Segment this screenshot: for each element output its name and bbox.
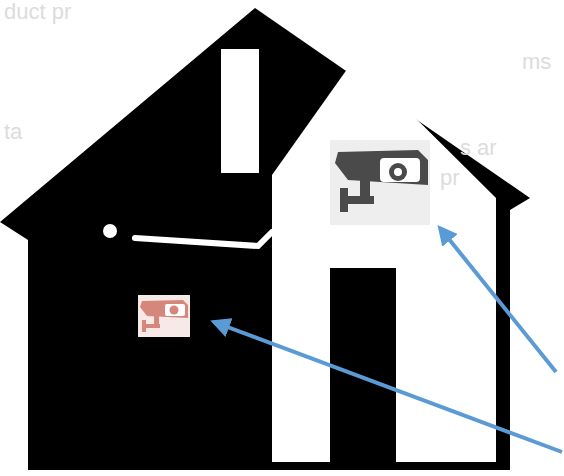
background-text: duct pr xyxy=(4,0,71,24)
camera-mount xyxy=(145,324,160,328)
camera-body xyxy=(335,150,428,185)
camera-bracket xyxy=(340,188,348,212)
camera-bracket xyxy=(142,320,146,332)
camera-background xyxy=(330,140,430,225)
camera-lens-inner xyxy=(394,168,402,176)
camera-panel xyxy=(380,158,420,182)
gutter-line xyxy=(135,232,272,246)
background-text: s ar xyxy=(460,136,497,160)
chimney xyxy=(218,46,262,176)
background-text: pr xyxy=(440,166,460,190)
camera-mount xyxy=(344,196,374,204)
background-text: ta xyxy=(4,120,22,144)
pointer-arrow xyxy=(214,322,562,452)
camera-icon-small xyxy=(138,295,190,337)
camera-lens xyxy=(170,306,179,315)
camera-icon-large xyxy=(330,140,430,225)
background-text: ms xyxy=(522,50,551,74)
pointer-arrow xyxy=(440,228,556,372)
gutter-knob xyxy=(103,224,117,238)
camera-background xyxy=(138,295,190,337)
camera-body xyxy=(140,300,188,318)
camera-lens xyxy=(389,163,407,181)
camera-panel xyxy=(165,304,185,316)
